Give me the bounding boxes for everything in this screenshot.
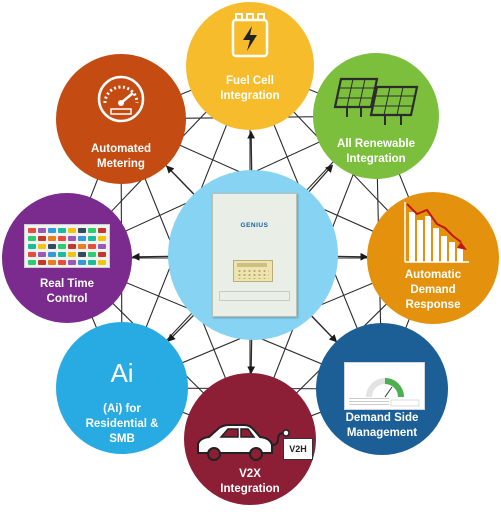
control-cell: [28, 252, 36, 257]
renewable-label-2: Integration: [346, 153, 406, 165]
node-automatic-demand-response: Automatic Demand Response: [367, 192, 499, 324]
control-cell: [78, 260, 86, 265]
vent-panel: [219, 291, 290, 301]
control-cell: [78, 244, 86, 249]
control-cell: [88, 244, 96, 249]
control-cell: [58, 252, 66, 257]
control-cell: [88, 252, 96, 257]
control-cell: [78, 236, 86, 241]
control-cell: [88, 228, 96, 233]
ai-label-2: Residential &: [85, 418, 159, 430]
adr-label-1: Automatic: [404, 269, 462, 281]
control-cell: [38, 260, 46, 265]
control-cell: [98, 260, 106, 265]
genius-controller-cabinet: GENIUS: [212, 193, 297, 317]
gauge-dashboard-icon: [344, 362, 425, 410]
adr-label-2: Demand: [410, 284, 456, 296]
control-cell: [38, 228, 46, 233]
control-cell: [88, 236, 96, 241]
control-cell: [58, 236, 66, 241]
control-cell: [68, 244, 76, 249]
rtc-label-2: Control: [46, 293, 88, 305]
control-cell: [88, 260, 96, 265]
control-cell: [68, 252, 76, 257]
control-cell: [98, 252, 106, 257]
battery-bolt-icon: [231, 13, 269, 58]
ai-label-3: SMB: [109, 433, 135, 445]
control-cell: [38, 252, 46, 257]
control-cell: [98, 244, 106, 249]
brand-label: GENIUS: [240, 222, 269, 229]
control-cell: [28, 228, 36, 233]
v2h-badge: V2H: [283, 438, 313, 460]
dsm-label-2: Management: [346, 427, 418, 439]
node-ai-residential-smb: Ai (Ai) for Residential & SMB: [56, 322, 188, 454]
rtc-label-1: Real Time: [39, 278, 95, 290]
control-cell: [38, 244, 46, 249]
control-cell: [58, 244, 66, 249]
fuel-cell-label-1: Fuel Cell: [226, 75, 274, 87]
metering-label-2: Metering: [97, 158, 145, 170]
control-cell: [68, 236, 76, 241]
adr-label-3: Response: [405, 299, 461, 311]
renewable-label-1: All Renewable: [337, 138, 415, 150]
node-fuel-cell-integration: Fuel Cell Integration: [186, 2, 314, 130]
v2x-label-1: V2X: [239, 468, 261, 480]
node-all-renewable-integration: All Renewable Integration: [313, 53, 439, 179]
solar-panel-icon: [333, 77, 419, 125]
control-cell: [48, 244, 56, 249]
ai-mark: Ai: [110, 358, 134, 388]
fuel-cell-label-2: Integration: [220, 90, 280, 102]
control-cell: [78, 228, 86, 233]
control-cell: [38, 236, 46, 241]
control-cell: [28, 236, 36, 241]
control-cell: [78, 252, 86, 257]
control-cell: [48, 252, 56, 257]
control-cell: [48, 236, 56, 241]
control-cell: [28, 260, 36, 265]
control-cell: [48, 228, 56, 233]
metering-label-1: Automated: [90, 143, 152, 155]
control-cell: [68, 228, 76, 233]
dsm-label-1: Demand Side: [345, 412, 419, 424]
declining-bar-chart-icon: [404, 202, 469, 263]
control-cell: [48, 260, 56, 265]
ai-label-1: (Ai) for: [103, 403, 141, 415]
control-panel-screen-icon: [24, 224, 110, 268]
v2x-label-2: Integration: [220, 483, 280, 495]
speedometer-icon: [97, 75, 145, 123]
control-cell: [98, 228, 106, 233]
node-automated-metering: Automated Metering: [56, 54, 186, 184]
control-cell: [58, 228, 66, 233]
control-cell: [58, 260, 66, 265]
keypad-icon: [233, 260, 273, 282]
electric-car-plug-icon: [197, 424, 290, 461]
control-cell: [98, 236, 106, 241]
control-cell: [68, 260, 76, 265]
control-cell: [28, 244, 36, 249]
